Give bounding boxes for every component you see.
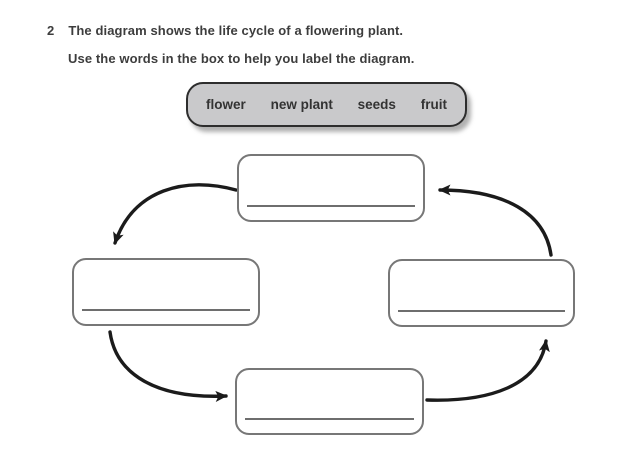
diagram-box-left[interactable]	[72, 258, 260, 326]
answer-value-top	[249, 190, 413, 204]
answer-value-right	[400, 295, 563, 309]
word-bank-word-flower[interactable]: flower	[206, 97, 246, 112]
arrow-left-to-bottom	[108, 330, 228, 402]
arrow-right-to-top	[438, 184, 553, 257]
answer-line-left	[82, 309, 250, 311]
question-number: 2	[47, 23, 55, 38]
arrow-top-to-left	[113, 183, 238, 245]
word-bank-word-new-plant[interactable]: new plant	[270, 97, 333, 112]
answer-value-bottom	[247, 403, 412, 417]
diagram-box-right[interactable]	[388, 259, 575, 327]
diagram-box-bottom[interactable]	[235, 368, 424, 435]
question-text-line1: The diagram shows the life cycle of a fl…	[68, 23, 404, 38]
diagram-box-top[interactable]	[237, 154, 425, 222]
answer-line-right	[398, 310, 565, 312]
arrow-bottom-to-right	[425, 339, 550, 402]
answer-value-left	[84, 294, 248, 308]
question-row: 2 The diagram shows the life cycle of a …	[47, 23, 403, 38]
answer-line-top	[247, 205, 415, 207]
question-text-line2: Use the words in the box to help you lab…	[68, 51, 415, 66]
answer-line-bottom	[245, 418, 414, 420]
word-bank: flower new plant seeds fruit	[186, 82, 467, 127]
word-bank-word-fruit[interactable]: fruit	[420, 97, 447, 112]
word-bank-word-seeds[interactable]: seeds	[357, 97, 396, 112]
